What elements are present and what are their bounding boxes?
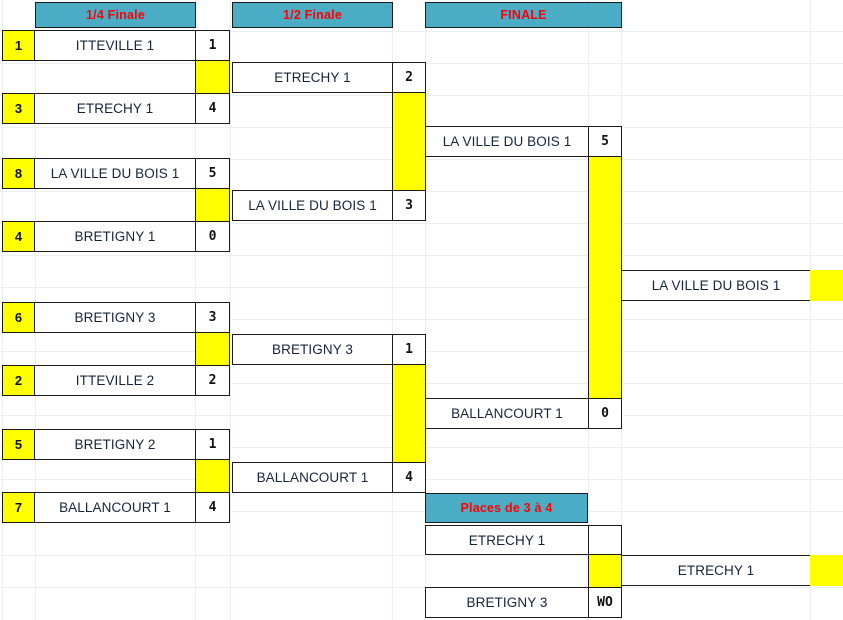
team-slot-sf2[interactable]: LA VILLE DU BOIS 1	[232, 190, 393, 221]
score-qf4[interactable]: 0	[195, 221, 230, 252]
team-slot-third-place[interactable]: ETRECHY 1	[621, 555, 811, 586]
gridline	[0, 587, 843, 588]
team-slot-champion[interactable]: LA VILLE DU BOIS 1	[621, 270, 811, 301]
score-sf3[interactable]: 1	[392, 334, 426, 365]
team-slot-sf4[interactable]: BALLANCOURT 1	[232, 462, 393, 493]
gridline	[0, 555, 843, 556]
connector-sf3-sf4	[392, 365, 426, 462]
champion-highlight	[810, 270, 843, 301]
gridline	[0, 31, 843, 32]
team-slot-final1[interactable]: LA VILLE DU BOIS 1	[425, 126, 589, 157]
gridline	[0, 287, 843, 288]
team-slot-sf3[interactable]: BRETIGNY 3	[232, 334, 393, 365]
seed-badge: 7	[2, 492, 35, 523]
connector-sf1-sf2	[392, 93, 426, 190]
score-qf2[interactable]: 4	[195, 93, 230, 124]
seed-badge: 2	[2, 365, 35, 396]
score-qf1[interactable]: 1	[195, 30, 230, 61]
score-final1[interactable]: 5	[588, 126, 622, 157]
connector-qf1-qf2	[195, 61, 230, 93]
round-header-quarterfinal: 1/4 Finale	[35, 2, 196, 28]
third-place-highlight	[810, 555, 843, 586]
gridline	[392, 0, 393, 620]
gridline	[810, 0, 811, 620]
connector-qf5-qf6	[195, 333, 230, 365]
round-header-semifinal: 1/2 Finale	[232, 2, 393, 28]
gridline	[230, 0, 231, 620]
seed-badge: 8	[2, 158, 35, 189]
score-sf2[interactable]: 3	[392, 190, 426, 221]
seed-badge: 5	[2, 429, 35, 460]
team-slot-qf5[interactable]: BRETIGNY 3	[35, 302, 196, 333]
round-header-consolation: Places de 3 à 4	[425, 493, 588, 523]
seed-badge: 3	[2, 93, 35, 124]
team-slot-consolation2[interactable]: BRETIGNY 3	[425, 587, 589, 618]
team-slot-final2[interactable]: BALLANCOURT 1	[425, 398, 589, 429]
score-consolation1[interactable]	[588, 525, 622, 555]
team-slot-qf1[interactable]: ITTEVILLE 1	[35, 30, 196, 61]
score-final2[interactable]: 0	[588, 398, 622, 429]
team-slot-qf6[interactable]: ITTEVILLE 2	[35, 365, 196, 396]
connector-qf3-qf4	[195, 189, 230, 221]
team-slot-sf1[interactable]: ETRECHY 1	[232, 62, 393, 93]
gridline	[0, 319, 843, 320]
score-qf5[interactable]: 3	[195, 302, 230, 333]
team-slot-consolation1[interactable]: ETRECHY 1	[425, 525, 589, 555]
score-qf8[interactable]: 4	[195, 492, 230, 523]
score-qf6[interactable]: 2	[195, 365, 230, 396]
team-slot-qf7[interactable]: BRETIGNY 2	[35, 429, 196, 460]
gridline	[425, 0, 426, 620]
score-sf4[interactable]: 4	[392, 462, 426, 493]
team-slot-qf8[interactable]: BALLANCOURT 1	[35, 492, 196, 523]
seed-badge: 6	[2, 302, 35, 333]
score-sf1[interactable]: 2	[392, 62, 426, 93]
round-header-final: FINALE	[425, 2, 622, 28]
seed-badge: 4	[2, 221, 35, 252]
team-slot-qf4[interactable]: BRETIGNY 1	[35, 221, 196, 252]
team-slot-qf3[interactable]: LA VILLE DU BOIS 1	[35, 158, 196, 189]
connector-final	[588, 157, 622, 398]
connector-qf7-qf8	[195, 460, 230, 492]
seed-badge: 1	[2, 30, 35, 61]
gridline	[0, 255, 843, 256]
gridline	[0, 511, 843, 512]
score-consolation2[interactable]: WO	[588, 587, 622, 618]
score-qf7[interactable]: 1	[195, 429, 230, 460]
team-slot-qf2[interactable]: ETRECHY 1	[35, 93, 196, 124]
connector-consolation	[588, 555, 622, 587]
score-qf3[interactable]: 5	[195, 158, 230, 189]
gridline	[0, 223, 843, 224]
